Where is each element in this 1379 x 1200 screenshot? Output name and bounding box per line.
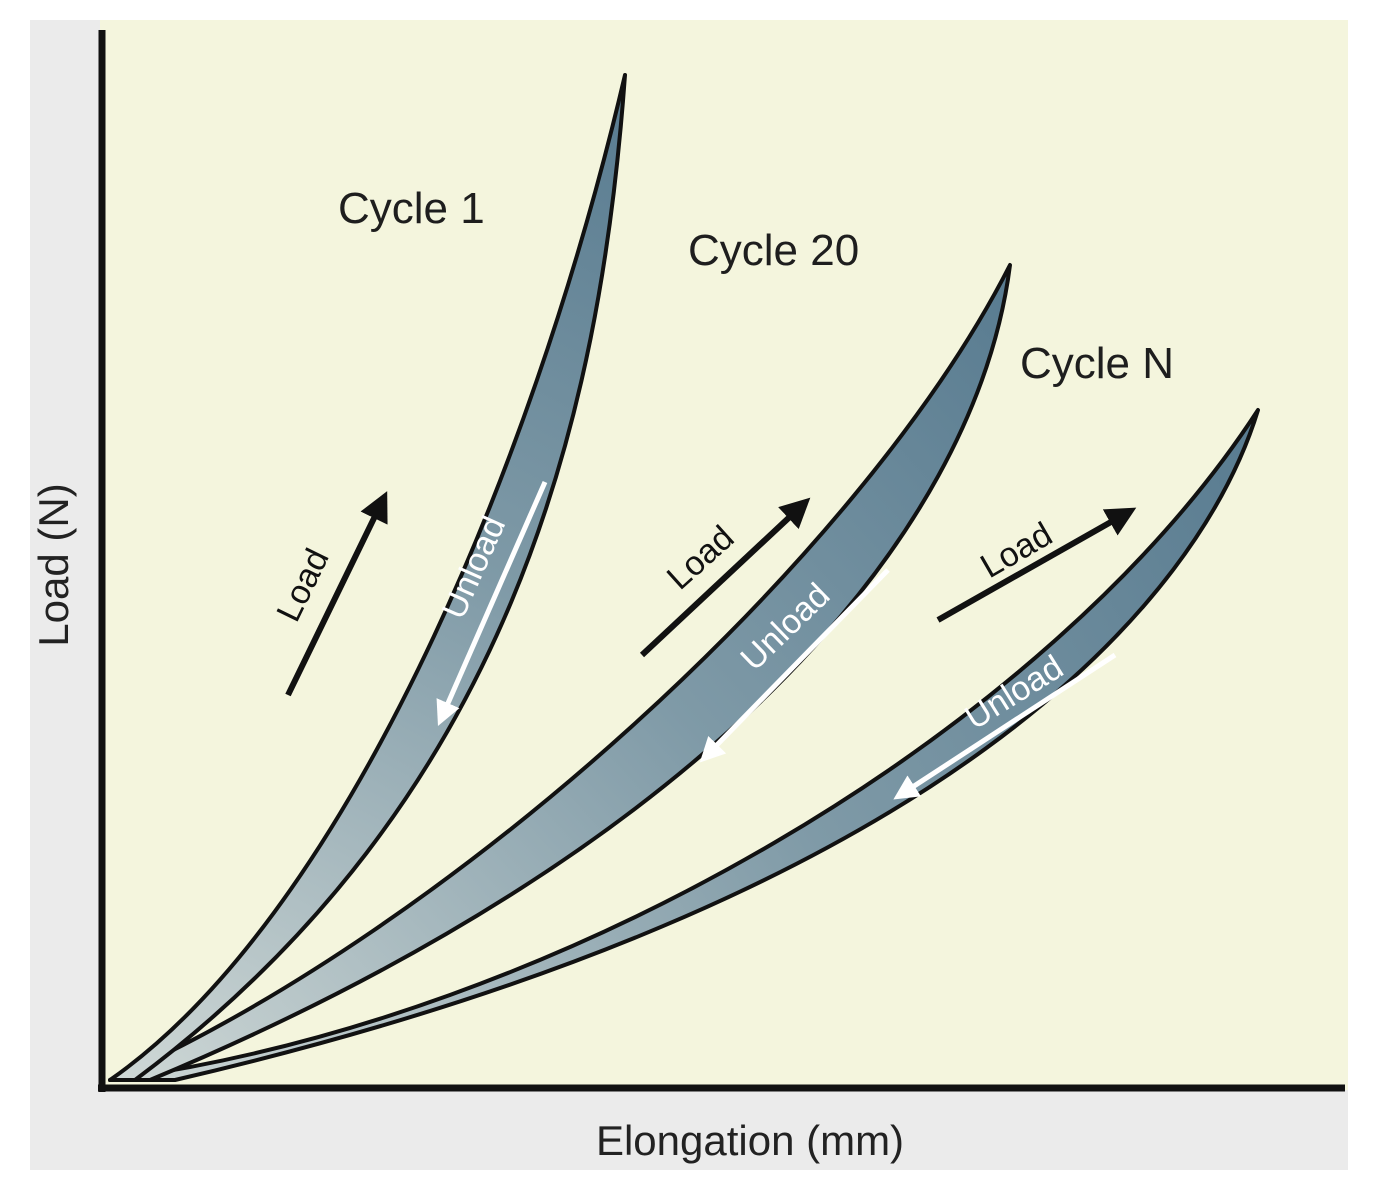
cycle-1-load-arrow [285, 491, 388, 697]
cycle-n-load-arrow [936, 507, 1137, 623]
cycle-1-loop [108, 73, 627, 1082]
cycle-1-unload-arrow [436, 480, 548, 727]
cycle-n-loop [108, 408, 1260, 1082]
cycle-1-label: Cycle 1 [338, 184, 485, 233]
cycle-20-unload-arrow [699, 568, 890, 763]
cycle-20-label: Cycle 20 [688, 226, 859, 275]
cycle-20-loop [108, 263, 1012, 1082]
cycle-20-load-arrow [639, 497, 811, 658]
cycle-n-unload-arrow [893, 652, 1117, 800]
x-axis-label: Elongation (mm) [596, 1117, 904, 1164]
cycle-n-label: Cycle N [1020, 339, 1174, 388]
y-axis-label: Load (N) [30, 483, 77, 646]
